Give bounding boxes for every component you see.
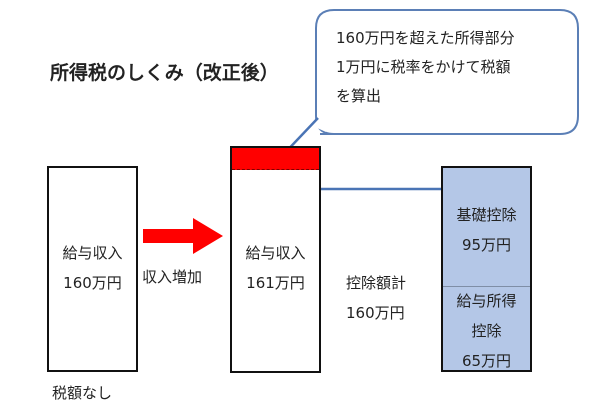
salary-deduction-amount: 65万円: [461, 352, 512, 370]
salary-deduction-title: 給与所得: [456, 292, 517, 310]
salary-deduction-title-2: 控除: [471, 322, 502, 340]
callout-text: 160万円を超えた所得部分 1万円に税率をかけて税額 を算出: [336, 24, 566, 111]
callout-line-1: 160万円を超えた所得部分: [336, 29, 515, 47]
increase-label: 収入増加: [142, 268, 203, 286]
deduction-box: [441, 166, 532, 372]
deduction-total-label: 控除額計: [346, 274, 407, 292]
income-box-before-label: 給与収入 160万円: [47, 238, 138, 298]
income-box-after-label: 給与収入 161万円: [230, 238, 321, 298]
income-box-after: [230, 146, 321, 373]
page-title: 所得税のしくみ（改正後）: [50, 62, 279, 84]
callout-tail: [304, 118, 326, 132]
callout-line-3: を算出: [336, 87, 382, 105]
basic-deduction-title: 基礎控除: [456, 206, 517, 224]
no-tax-label: 税額なし: [52, 384, 113, 402]
deduction-divider: [443, 286, 530, 287]
salary-deduction-label: 給与所得 控除 65万円: [441, 286, 532, 376]
income-box-before: [47, 166, 138, 372]
basic-deduction-label: 基礎控除 95万円: [441, 200, 532, 260]
basic-deduction-amount: 95万円: [461, 236, 512, 254]
deduction-total-amount: 160万円: [346, 304, 405, 322]
callout-bubble: [315, 9, 579, 135]
income-label: 給与収入: [62, 244, 123, 262]
income-amount: 161万円: [246, 274, 305, 292]
taxable-portion-band: [232, 148, 319, 170]
income-label: 給与収入: [245, 244, 306, 262]
increase-arrow: [143, 218, 223, 254]
income-amount: 160万円: [63, 274, 122, 292]
callout-line-2: 1万円に税率をかけて税額: [336, 58, 511, 76]
